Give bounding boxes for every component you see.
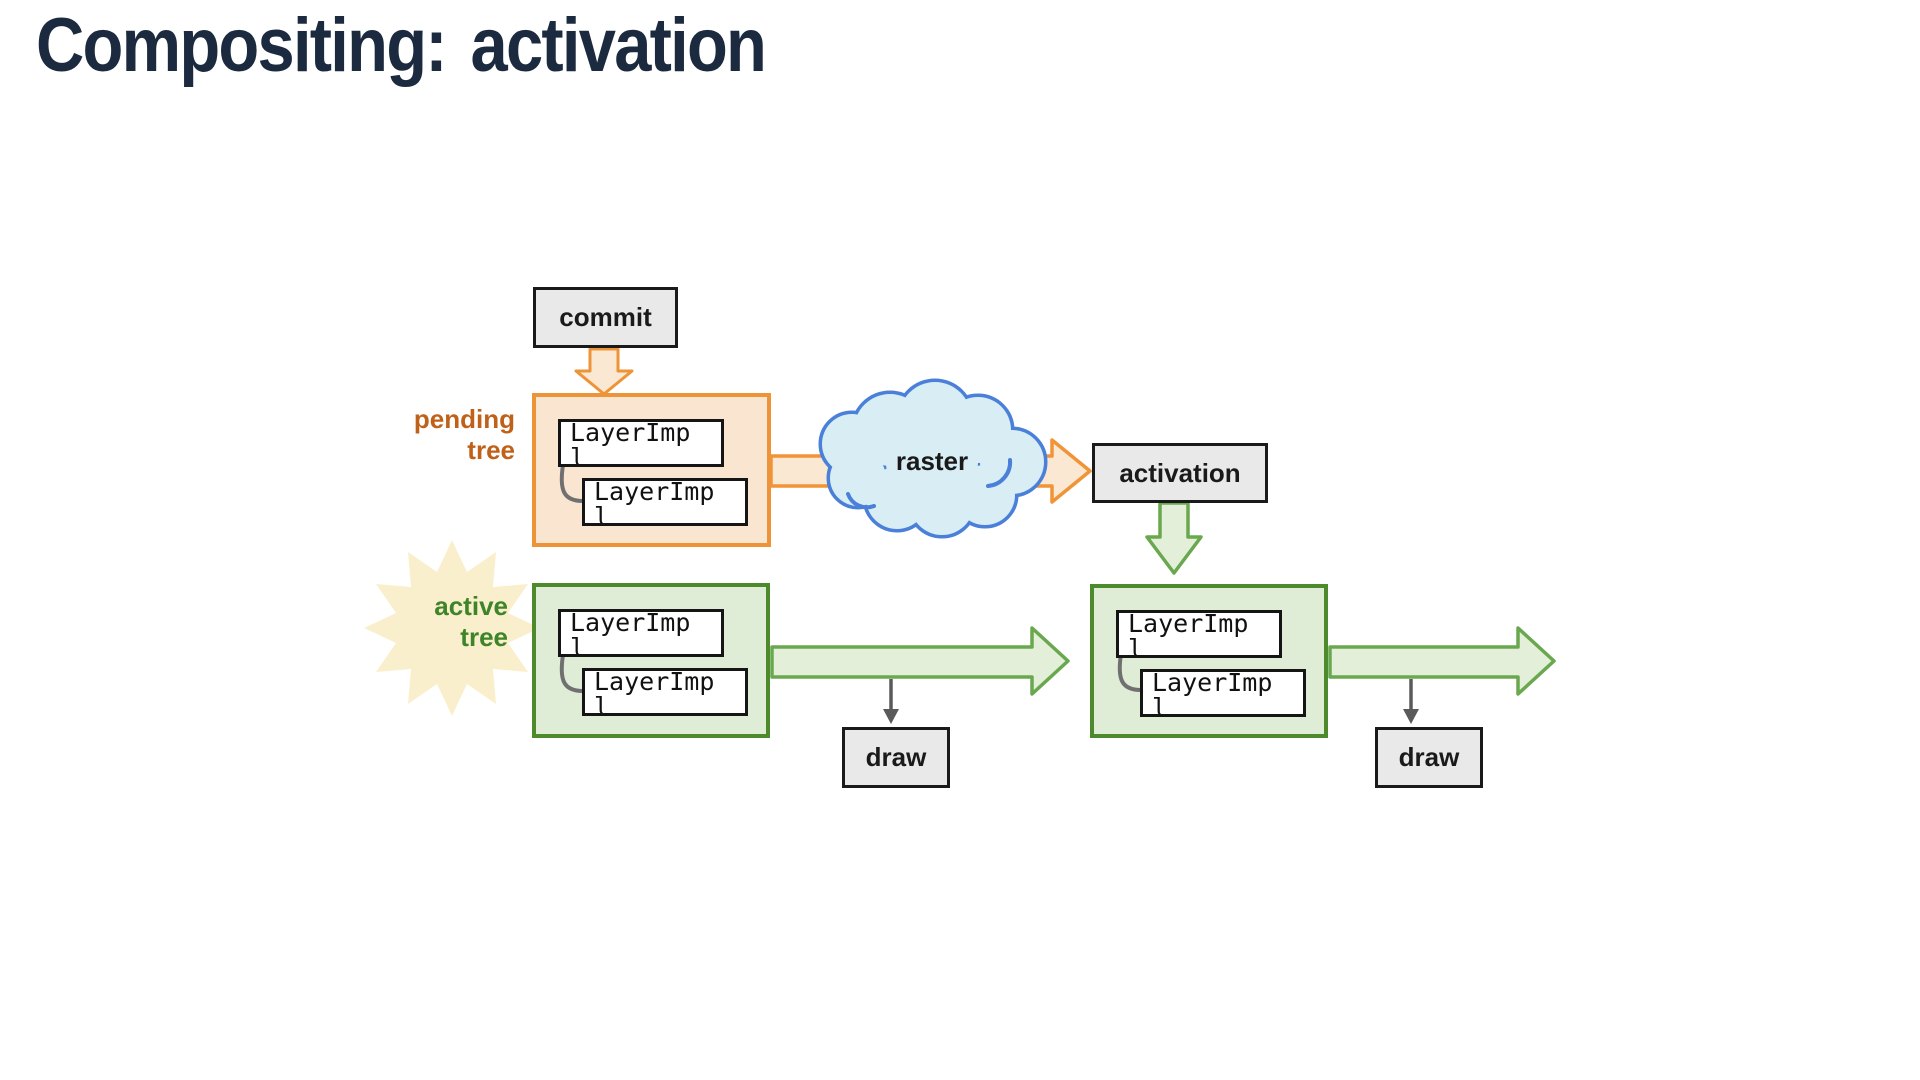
draw-left-connector-arrow xyxy=(883,679,899,724)
activation-label: activation xyxy=(1119,457,1241,488)
layer-parent-child-connector xyxy=(559,653,585,693)
layer-impl-box: LayerImpl xyxy=(1140,669,1306,717)
starburst-shape xyxy=(364,540,540,716)
page-title: Compositing: activation xyxy=(36,3,767,88)
layer-impl-box: LayerImpl xyxy=(1116,610,1282,658)
raster-cloud xyxy=(818,378,1048,539)
commit-label: commit xyxy=(559,302,652,332)
commit-node: commit xyxy=(533,287,678,348)
commit-arrow xyxy=(574,347,634,396)
draw-node-right: draw xyxy=(1375,727,1483,788)
activation-node: activation xyxy=(1092,443,1268,503)
raster-label: raster xyxy=(895,446,969,476)
draw-right-connector-arrow xyxy=(1403,679,1419,724)
active-tree-box-right: LayerImpl LayerImpl xyxy=(1090,584,1328,738)
active-tree-box-left: LayerImpl LayerImpl xyxy=(532,583,770,738)
activation-arrow xyxy=(1145,501,1203,575)
active-tree-label: active tree xyxy=(434,591,508,652)
active-left-out-arrow xyxy=(770,626,1070,696)
draw-right-label: draw xyxy=(1398,742,1460,772)
active-right-out-arrow xyxy=(1328,626,1556,696)
pending-tree-label: pending tree xyxy=(413,404,515,465)
layer-impl-box: LayerImpl xyxy=(582,478,748,526)
draw-node-left: draw xyxy=(842,727,950,788)
layer-impl-box: LayerImpl xyxy=(582,668,748,716)
draw-left-label: draw xyxy=(865,742,927,772)
layer-parent-child-connector xyxy=(1117,652,1143,692)
layer-impl-box: LayerImpl xyxy=(558,609,724,657)
pending-tree-box: LayerImpl LayerImpl xyxy=(532,393,771,547)
layer-impl-box: LayerImpl xyxy=(558,419,724,467)
layer-parent-child-connector xyxy=(559,463,585,503)
